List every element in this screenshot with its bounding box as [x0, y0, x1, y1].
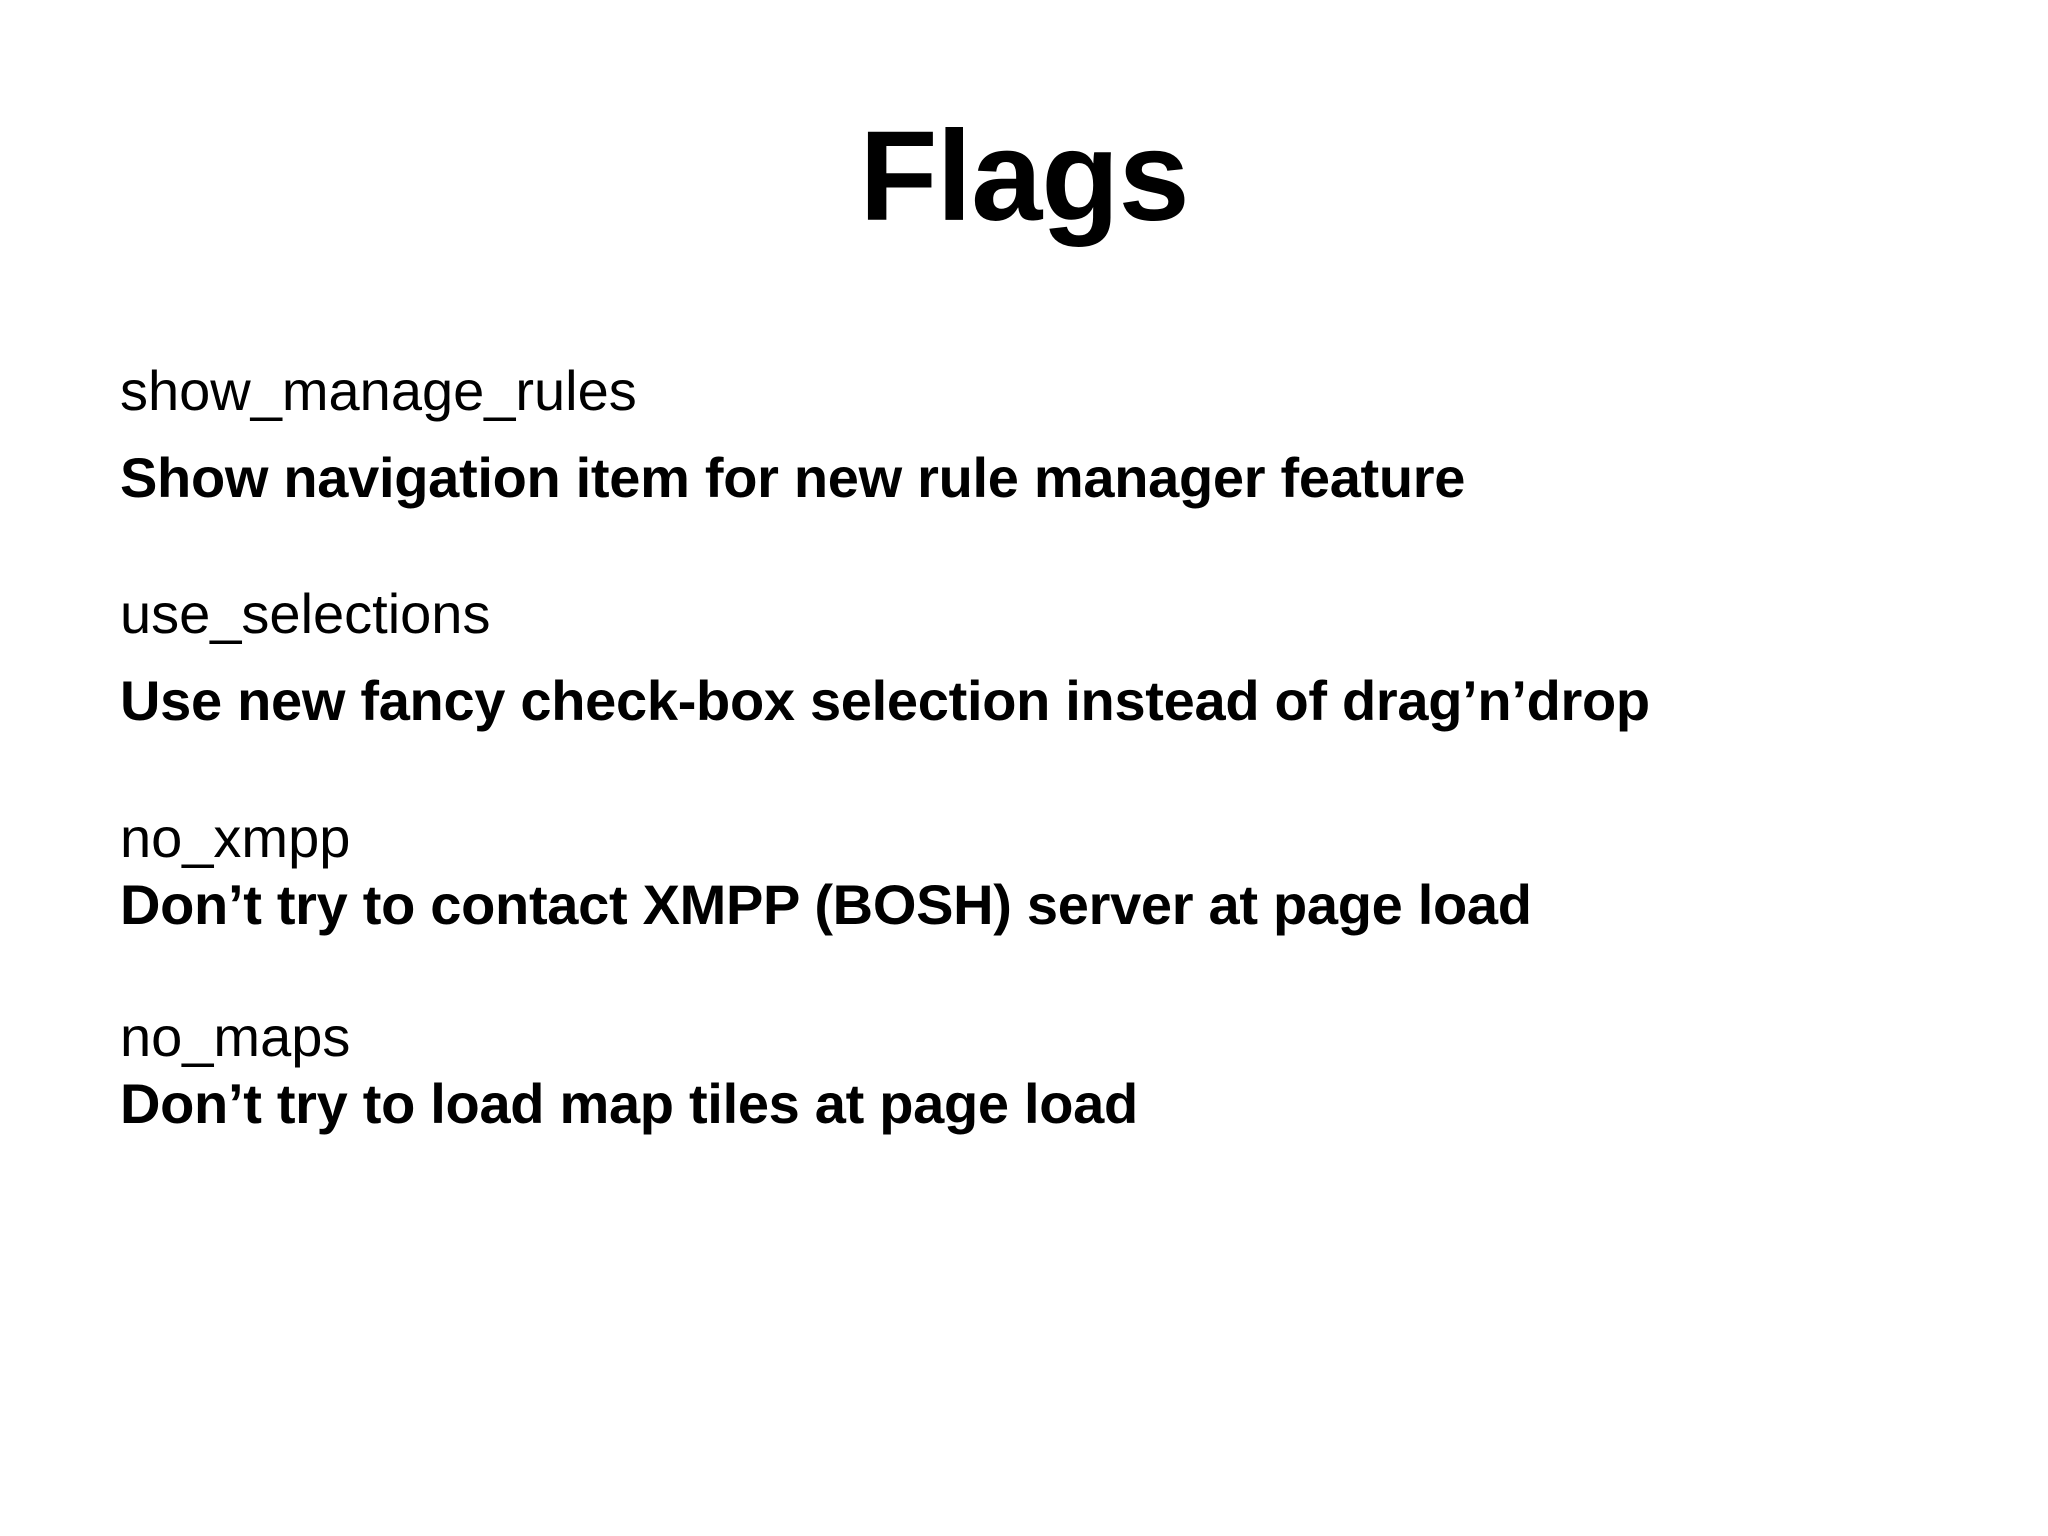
flag-name: no_maps: [120, 1005, 351, 1069]
page-title: Flags: [859, 105, 1189, 248]
flag-block-no-maps: no_maps Don’t try to load map tiles at p…: [120, 1006, 1920, 1135]
flag-description: Use new fancy check-box selection instea…: [120, 669, 1650, 733]
flag-name: use_selections: [120, 582, 491, 646]
flag-block-show-manage-rules: show_manage_rules Show navigation item f…: [120, 359, 1920, 509]
flag-list: show_manage_rules Show navigation item f…: [120, 359, 1920, 1136]
flag-description: Don’t try to load map tiles at page load: [120, 1072, 1138, 1136]
flag-block-no-xmpp: no_xmpp Don’t try to contact XMPP (BOSH)…: [120, 805, 1920, 936]
flag-name: show_manage_rules: [120, 359, 637, 422]
flag-name: no_xmpp: [120, 805, 351, 869]
flag-description: Don’t try to contact XMPP (BOSH) server …: [120, 872, 1532, 936]
flag-description: Show navigation item for new rule manage…: [120, 445, 1466, 509]
flag-block-use-selections: use_selections Use new fancy check-box s…: [120, 583, 1920, 732]
